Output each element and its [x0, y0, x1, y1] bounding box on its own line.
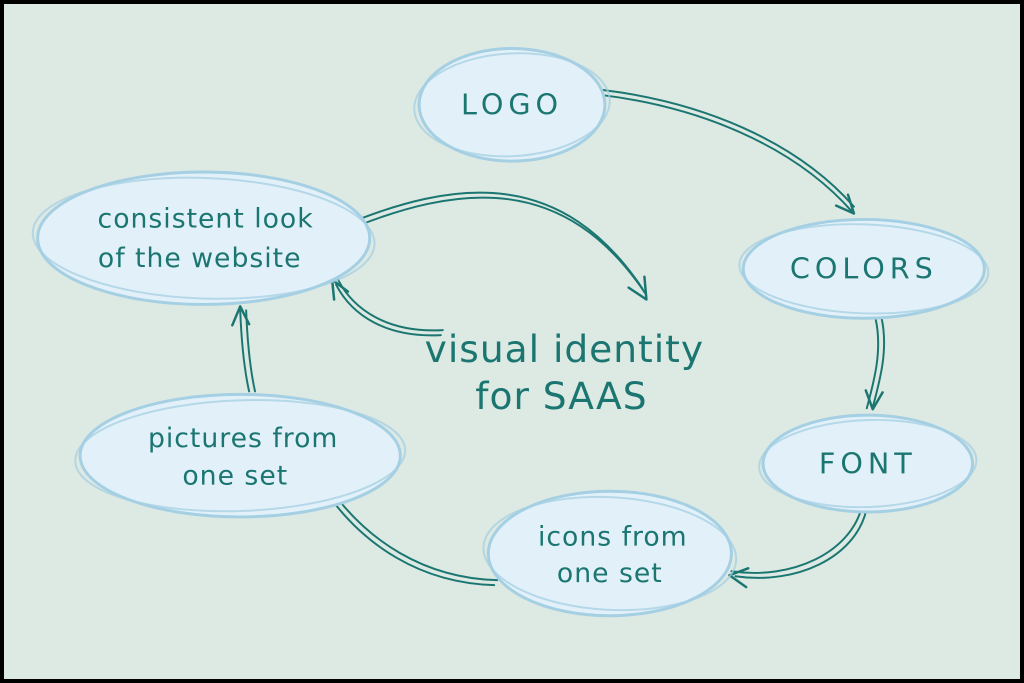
icons-ellipse [486, 489, 733, 618]
arrow-colors-to-font [864, 317, 886, 411]
pictures-ellipse [78, 392, 402, 519]
pictures-label-line2: one set [182, 460, 288, 491]
arrowhead [834, 193, 856, 215]
arrowhead [864, 389, 884, 411]
font-ellipse [761, 413, 975, 514]
colors-ellipse [741, 217, 986, 320]
node-font: FONT [758, 413, 978, 514]
arrow-consistent-to-center [338, 191, 648, 301]
arrowhead [231, 305, 251, 327]
arrowhead [627, 275, 648, 301]
node-logo: LOGO [413, 46, 611, 163]
colors-label: COLORS [790, 252, 938, 286]
logo-label: LOGO [461, 88, 563, 122]
node-pictures-from-one-set: pictures from one set [74, 392, 407, 519]
node-consistent-look: consistent look of the website [31, 170, 376, 306]
arrow-logo-to-colors [599, 88, 856, 215]
consistent-ellipse [36, 170, 372, 306]
font-label: FONT [819, 446, 917, 480]
center-title: visual identity for SAAS [425, 327, 704, 418]
node-icons-from-one-set: icons from one set [482, 489, 738, 618]
diagram-canvas: LOGO COLORS FONT icons from one set pict… [31, 46, 990, 618]
center-title-line2: for SAAS [475, 374, 647, 418]
consistent-label-line1: consistent look [98, 203, 314, 234]
icons-label-line2: one set [557, 558, 663, 589]
icons-label-line1: icons from [538, 522, 688, 553]
arrow-font-to-icons [728, 506, 867, 589]
node-colors: COLORS [738, 217, 990, 320]
center-title-line1: visual identity [425, 327, 704, 371]
pictures-label-line1: pictures from [148, 423, 338, 454]
arrow-pictures-to-consistent [231, 305, 257, 393]
logo-ellipse [417, 46, 607, 163]
consistent-label-line2: of the website [98, 243, 302, 274]
